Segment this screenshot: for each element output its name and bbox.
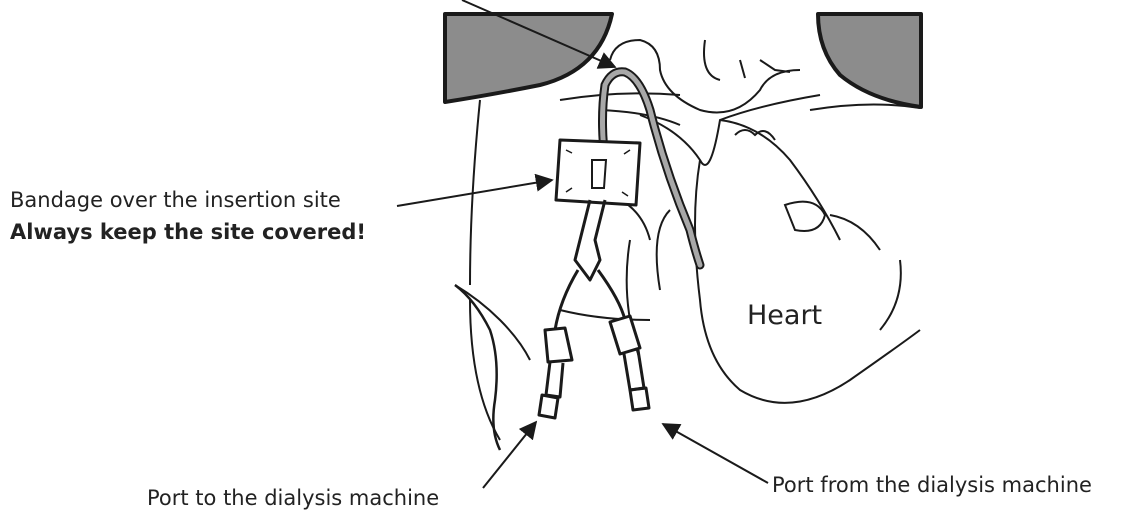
port-from-label: Port from the dialysis machine [772,473,1092,497]
vessel-lines [455,40,920,440]
right-shoulder [818,14,921,107]
arrow-port-to [483,422,536,488]
port-to-label: Port to the dialysis machine [147,486,439,510]
arrow-port-from [663,424,768,483]
keep-covered-warning: Always keep the site covered! [10,220,366,244]
chest-outline [455,285,500,450]
catheter-limbs [539,200,649,418]
arrow-bandage [397,180,552,206]
heart-label: Heart [747,300,822,331]
bandage-label: Bandage over the insertion site [10,188,341,212]
bandage [556,140,640,205]
left-shoulder [445,14,612,102]
